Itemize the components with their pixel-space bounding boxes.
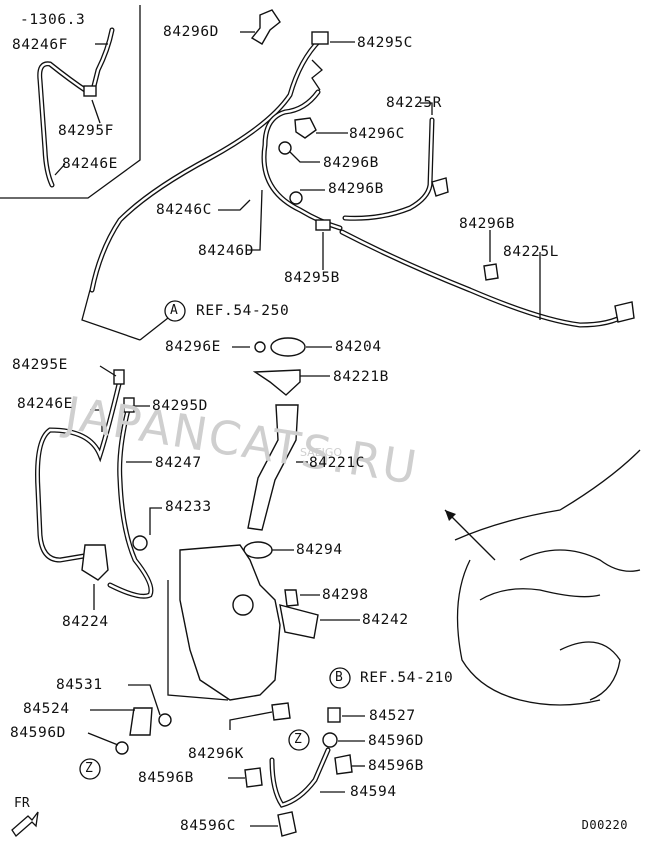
label-84246f: 84246F <box>12 37 68 53</box>
label-84296k: 84296K <box>188 746 244 762</box>
label-84594: 84594 <box>350 784 397 800</box>
tank-bracket <box>279 604 319 639</box>
z-circle-left <box>79 758 101 780</box>
label-84596b-left: 84596B <box>138 770 194 786</box>
link-line-2 <box>311 59 323 91</box>
joint-84295b <box>315 219 331 231</box>
inset-border <box>0 5 141 199</box>
tank-port <box>232 594 254 616</box>
cap-84596d-left <box>115 741 129 755</box>
label-84221c: 84221C <box>309 455 365 471</box>
label-84246e-inset: 84246E <box>62 156 118 172</box>
label-84246c: 84246C <box>156 202 212 218</box>
z-circle-right <box>288 729 310 751</box>
car-hood-edge <box>519 549 641 572</box>
label-84298: 84298 <box>322 587 369 603</box>
label-84524: 84524 <box>23 701 70 717</box>
clip-84296b-a <box>278 141 292 155</box>
joint-84295d <box>123 397 135 413</box>
clip-84296k <box>271 702 291 721</box>
label-84204: 84204 <box>335 339 382 355</box>
label-84246e: 84246E <box>17 396 73 412</box>
label-84247: 84247 <box>155 455 202 471</box>
z-marker-left: Z <box>85 761 94 776</box>
label-84294: 84294 <box>296 542 343 558</box>
label-84225r: 84225R <box>386 95 442 111</box>
drawing-code: D00220 <box>581 818 628 832</box>
neck-84221b <box>252 369 301 396</box>
front-arrow-icon <box>11 811 39 837</box>
hose-84221c <box>247 404 299 531</box>
clip-84296b-c <box>483 263 499 281</box>
inset-range-label: -1306.3 <box>20 12 86 28</box>
car-front-line <box>456 559 601 706</box>
cap-84204 <box>270 337 306 357</box>
label-84296b-3: 84296B <box>459 216 515 232</box>
label-84296b-2: 84296B <box>328 181 384 197</box>
pump-84524 <box>129 707 153 736</box>
ref-a-circle <box>164 300 186 322</box>
leader-lines <box>54 31 541 827</box>
label-84295f: 84295F <box>58 123 114 139</box>
label-84295e: 84295E <box>12 357 68 373</box>
label-84295c: 84295C <box>357 35 413 51</box>
label-84242: 84242 <box>362 612 409 628</box>
car-arrow-head <box>445 510 456 521</box>
label-84246d: 84246D <box>198 243 254 259</box>
ref-a-text: REF.54-250 <box>196 303 290 319</box>
pump-84224 <box>81 544 109 581</box>
label-84221b: 84221B <box>333 369 389 385</box>
label-84531: 84531 <box>56 677 103 693</box>
label-84596b-right: 84596B <box>368 758 424 774</box>
label-84596c: 84596C <box>180 818 236 834</box>
watermark-small: SAEIGO <box>300 446 343 459</box>
label-84596d-left: 84596D <box>10 725 66 741</box>
clip-84296e <box>254 341 266 353</box>
tank-84242 <box>179 544 281 701</box>
tank-link <box>167 580 229 701</box>
seal-84294 <box>243 541 273 559</box>
car-bumper <box>479 588 601 601</box>
label-84596d-right: 84596D <box>368 733 424 749</box>
label-84225l: 84225L <box>503 244 559 260</box>
label-84296b-1: 84296B <box>323 155 379 171</box>
ref-b-circle <box>329 667 351 689</box>
cap-84596d-right <box>322 732 338 748</box>
clip-84296c <box>294 117 317 139</box>
hose-84225l <box>339 229 628 328</box>
grommet-84233 <box>132 535 148 551</box>
label-84296c: 84296C <box>349 126 405 142</box>
label-84527: 84527 <box>369 708 416 724</box>
ref-b-text: REF.54-210 <box>360 670 454 686</box>
clip-84296d <box>250 9 281 45</box>
ref-a-letter: A <box>170 303 179 318</box>
clip-84296b-b <box>289 191 303 205</box>
label-84224: 84224 <box>62 614 109 630</box>
label-84295b: 84295B <box>284 270 340 286</box>
car-hood-line <box>454 449 641 541</box>
inset-joint-84295f <box>83 85 97 97</box>
clip-84596b-right <box>334 754 353 775</box>
nozzle-84225l <box>614 301 635 323</box>
joint-84295e <box>113 369 125 385</box>
nozzle-84225r <box>431 177 449 197</box>
ref-b-letter: B <box>335 670 344 685</box>
clip-84596b-left <box>244 767 263 788</box>
label-84296d: 84296D <box>163 24 219 40</box>
link-line-1 <box>81 289 141 341</box>
sensor-84298 <box>284 589 299 607</box>
grommet-84531 <box>158 713 172 727</box>
label-84233: 84233 <box>165 499 212 515</box>
clip-84596c <box>277 811 297 837</box>
label-84295d: 84295D <box>152 398 208 414</box>
front-indicator: FR <box>14 796 30 811</box>
joint-84295c <box>311 31 329 45</box>
label-84296e: 84296E <box>165 339 221 355</box>
car-wheel <box>559 641 621 701</box>
joint-84527 <box>327 707 341 723</box>
link-line-a <box>139 317 169 341</box>
car-arrow <box>444 509 496 561</box>
z-marker-right: Z <box>294 732 303 747</box>
